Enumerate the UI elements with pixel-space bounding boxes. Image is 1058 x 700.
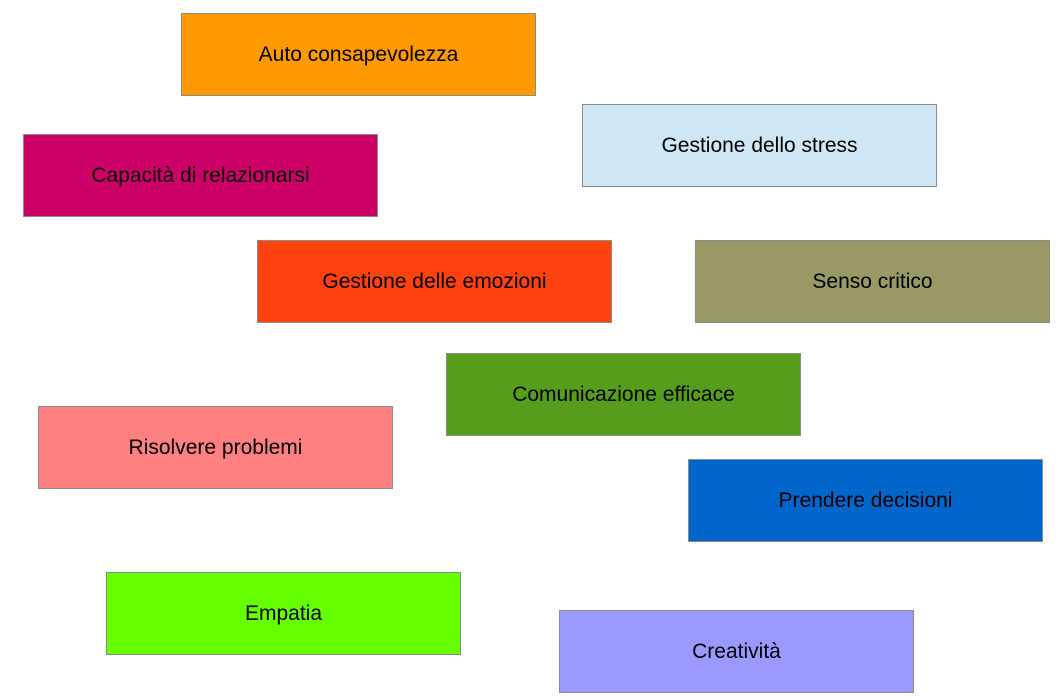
skill-label: Empatia (244, 601, 323, 625)
skill-box-gestione-emozioni: Gestione delle emozioni (257, 240, 612, 323)
skill-box-capacita-relazionarsi: Capacità di relazionarsi (23, 134, 378, 217)
skill-box-empatia: Empatia (106, 572, 461, 655)
skill-label: Auto consapevolezza (258, 42, 459, 66)
skill-box-senso-critico: Senso critico (695, 240, 1050, 323)
skill-label: Comunicazione efficace (512, 382, 735, 406)
skill-label: Creatività (692, 639, 781, 663)
skill-box-auto-consapevolezza: Auto consapevolezza (181, 13, 536, 96)
skill-label: Gestione delle emozioni (322, 269, 547, 293)
skill-label: Prendere decisioni (778, 488, 953, 512)
skill-label: Risolvere problemi (128, 435, 303, 459)
skill-box-gestione-stress: Gestione dello stress (582, 104, 937, 187)
skill-box-risolvere-problemi: Risolvere problemi (38, 406, 393, 489)
skill-label: Gestione dello stress (661, 133, 858, 157)
skill-box-prendere-decisioni: Prendere decisioni (688, 459, 1043, 542)
skill-box-creativita: Creatività (559, 610, 914, 693)
skill-box-comunicazione-efficace: Comunicazione efficace (446, 353, 801, 436)
skill-label: Senso critico (812, 269, 933, 293)
skill-label: Capacità di relazionarsi (91, 163, 310, 187)
